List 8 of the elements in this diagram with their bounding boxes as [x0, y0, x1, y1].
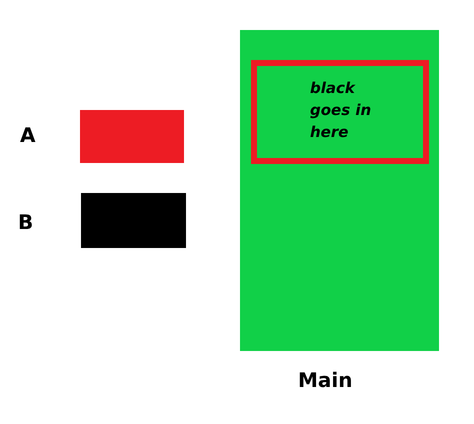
frame-text: black goes in here [310, 78, 372, 143]
box-label: A [20, 123, 36, 147]
main-panel [240, 30, 439, 351]
box-label: B [18, 210, 34, 234]
panel-label: Main [298, 368, 352, 392]
filled-rectangle [81, 193, 186, 248]
outlined-frame [251, 60, 429, 164]
filled-rectangle [80, 110, 184, 163]
